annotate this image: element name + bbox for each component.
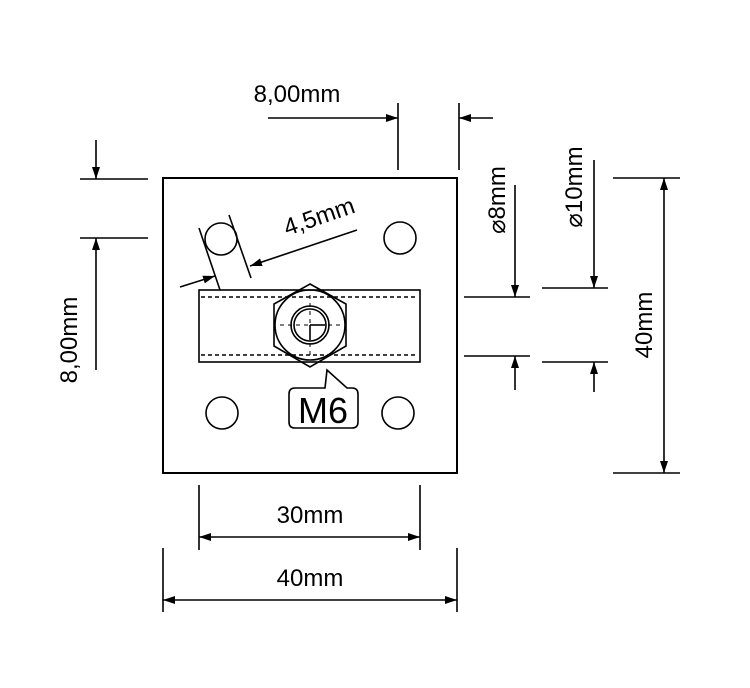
inner-diameter-label: ⌀8mm	[484, 166, 511, 234]
width-label: 40mm	[277, 565, 344, 592]
mounting-hole	[383, 221, 417, 255]
hex-nut	[273, 283, 347, 368]
left-offset-dimension: 8,00mm	[56, 140, 148, 383]
hole-diameter-dimension: 4,5mm	[179, 192, 358, 291]
mounting-hole	[381, 396, 415, 430]
top-offset-label: 8,00mm	[254, 81, 341, 108]
height-label: 40mm	[631, 292, 658, 359]
outer-diameter-label: ⌀10mm	[561, 146, 588, 227]
hole-spacing-dimension: 30mm	[198, 485, 421, 550]
width-dimension: 40mm	[162, 548, 458, 612]
plate-outline	[162, 177, 458, 474]
top-offset-dimension: 8,00mm	[254, 81, 493, 170]
inner-diameter-dimension: ⌀8mm	[464, 166, 530, 390]
thread-label: M6	[298, 390, 348, 431]
left-offset-label: 8,00mm	[56, 297, 83, 384]
mounting-hole	[205, 396, 239, 430]
height-dimension: 40mm	[613, 177, 680, 474]
outer-diameter-dimension: ⌀10mm	[542, 146, 608, 392]
hole-spacing-label: 30mm	[277, 502, 344, 529]
thread-callout: M6	[288, 368, 359, 431]
mounting-hole	[204, 222, 238, 256]
